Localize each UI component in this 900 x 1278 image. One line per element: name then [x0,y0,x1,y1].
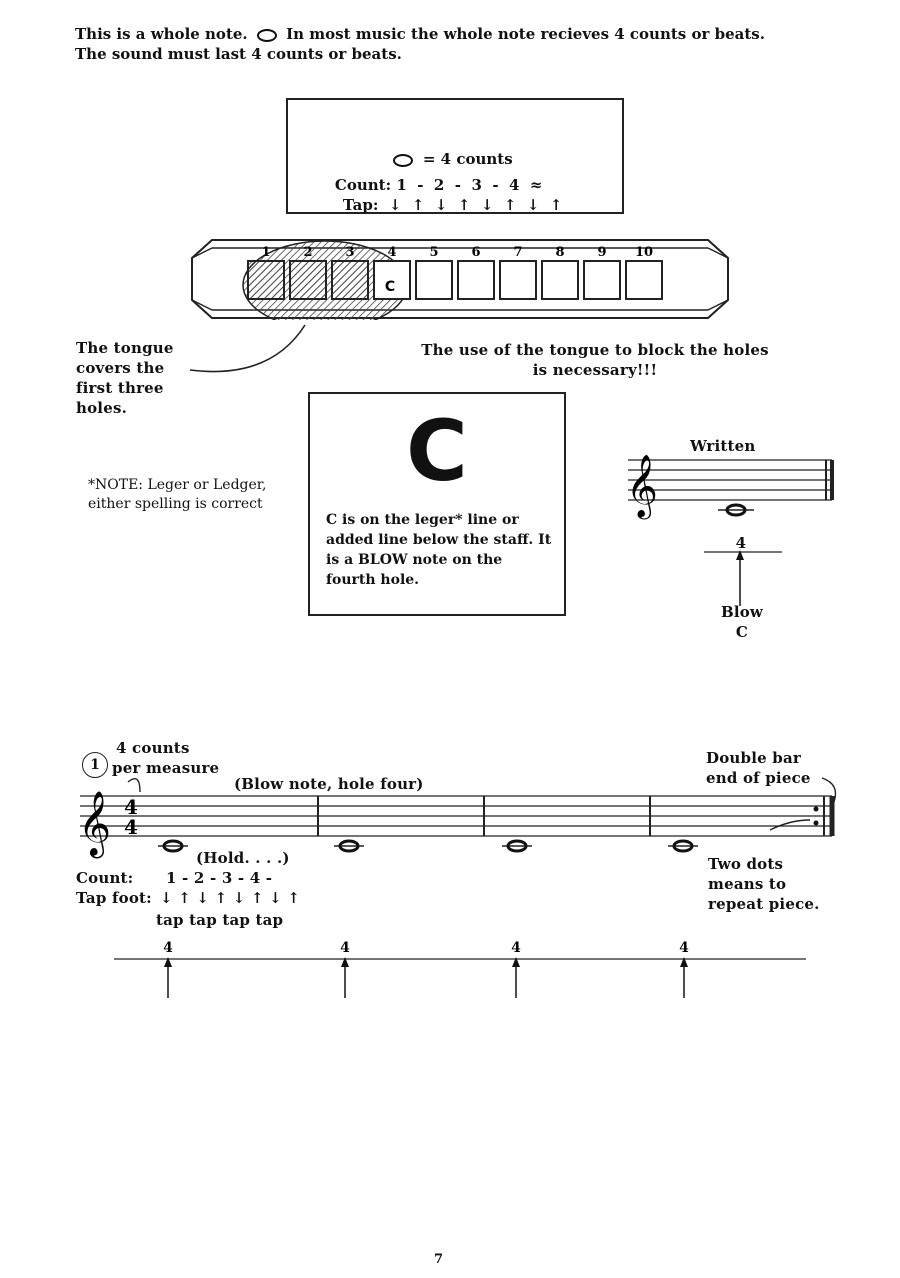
repeat-dot-upper [813,806,819,812]
harmonica-hole-6 [457,260,495,300]
whole-note-icon [256,28,277,42]
hole-number-10: 10 [635,245,653,260]
active-hole-label: C [385,279,395,295]
hole-number-7: 7 [513,245,522,260]
two-dots-line-2: means to [708,875,787,893]
whole-note-icon [162,839,184,853]
harmonica-hole-8 [541,260,579,300]
harmonica-hole-5 [415,260,453,300]
written-hole-marker [704,550,782,606]
tap-row: Tap: ↓ ↑ ↓ ↑ ↓ ↑ ↓ ↑ [322,178,563,232]
page-number: 7 [434,1252,444,1267]
blow-label: Blow C [712,602,772,642]
tongue-line-2: covers the [76,359,165,377]
hole-number-9: 9 [597,245,606,260]
hole-marker-4: 4 [679,940,689,956]
two-dots-line-3: repeat piece. [708,895,820,913]
counts-box: = 4 counts Count: 1 - 2 - 3 - 4 ≈ Tap: ↓… [286,98,624,214]
count-row: Count: 1 - 2 - 3 - 4 ≈ [314,158,543,212]
tongue-annotation: The tongue covers the first three holes. [76,338,174,418]
c-description: C is on the leger* line or added line be… [326,512,552,588]
harmonica-hole-numbers: 1 2 3 4 5 6 7 8 9 10 [261,245,653,260]
whole-note-icon [672,839,694,853]
note-equals-text: = 4 counts [422,150,513,168]
tap-foot-label: Tap foot: [76,889,152,907]
whole-note-icon [506,839,528,853]
harmonica-diagram: 1 2 3 4 5 6 7 8 9 10 C [191,239,729,320]
tongue-line-1: The tongue [76,339,174,357]
hole-number-5: 5 [429,245,438,260]
intro-part2: In most music the whole note recieves 4 … [75,25,765,63]
count-values: 1 - 2 - 3 - 4 ≈ [396,176,543,194]
block-line-1: The use of the tongue to block the holes [421,341,769,359]
written-staff: 𝄞 [626,454,834,520]
repeat-dot-lower [813,820,819,826]
hole-number-2: 2 [303,245,312,260]
intro-part1: This is a whole note. [75,25,248,43]
double-bar-label-1: Double bar [706,749,801,767]
whole-note-icon [725,503,747,517]
harmonica-hole-1 [247,260,285,300]
tap-foot-arrows: ↓ ↑ ↓ ↑ ↓ ↑ ↓ ↑ [160,889,301,907]
per-measure-label: per measure [112,759,220,777]
time-signature-bottom: 4 [124,815,138,839]
harmonica-hole-10 [625,260,663,300]
harmonica-hole-7 [499,260,537,300]
blow-text: Blow [720,603,764,621]
intro-text: This is a whole note. In most music the … [75,24,795,64]
whole-note-icon [338,839,360,853]
repeat-dots-pointer [769,819,811,831]
written-hole-number: 4 [735,534,747,552]
hold-label: (Hold. . . .) [196,849,290,867]
tap-words: tap tap tap tap [156,911,284,929]
tongue-pointer-line [189,324,306,373]
hole-number-3: 3 [345,245,354,260]
exercise-staff: 𝄞 4 4 [78,777,837,858]
tap-arrows: ↓ ↑ ↓ ↑ ↓ ↑ ↓ ↑ [388,196,563,214]
double-bar-pointer [821,777,837,803]
count-label: Count: [334,176,392,194]
block-line-2: is necessary!!! [532,361,658,379]
hole-marker-2: 4 [340,940,350,956]
harmonica-hole-4 [373,260,411,300]
note-equals-row: = 4 counts [372,132,513,186]
exercise-number: 1 [82,752,108,778]
big-c-letter: C [406,402,468,500]
exercise-count-label: Count: [76,869,134,887]
two-dots-annotation: Two dots means to repeat piece. [708,854,820,914]
harmonica-holes [247,260,663,300]
time-signature-top: 4 [124,795,138,819]
blow-note-letter: C [735,623,749,641]
hole-marker-line: 4 4 4 4 [114,940,806,998]
harmonica-hole-2 [289,260,327,300]
treble-clef-icon: 𝄞 [626,454,658,520]
hole-number-4: 4 [387,245,396,260]
tongue-line-4: holes. [76,399,128,417]
tongue-line-3: first three [76,379,164,397]
blow-note-label: (Blow note, hole four) [234,775,424,793]
harmonica-hole-9 [583,260,621,300]
block-annotation: The use of the tongue to block the holes… [405,340,785,380]
counts-label: 4 counts [116,739,190,757]
tap-label: Tap: [342,196,379,214]
hole-number-1: 1 [261,245,270,260]
per-measure-pointer [127,778,141,793]
written-title: Written [690,437,756,455]
treble-clef-icon: 𝄞 [78,791,111,858]
leger-footnote: *NOTE: Leger or Ledger, either spelling … [88,477,267,512]
exercise-count-values: 1 - 2 - 3 - 4 - [166,869,273,887]
two-dots-line-1: Two dots [708,855,784,873]
harmonica-hole-3 [331,260,369,300]
whole-note-icon [392,153,413,167]
hole-marker-1: 4 [163,940,173,956]
c-note-card: C C is on the leger* line or added line … [308,392,566,616]
double-bar-label-2: end of piece [706,769,811,787]
hole-marker-3: 4 [511,940,521,956]
hole-number-6: 6 [471,245,480,260]
hole-number-8: 8 [555,245,564,260]
